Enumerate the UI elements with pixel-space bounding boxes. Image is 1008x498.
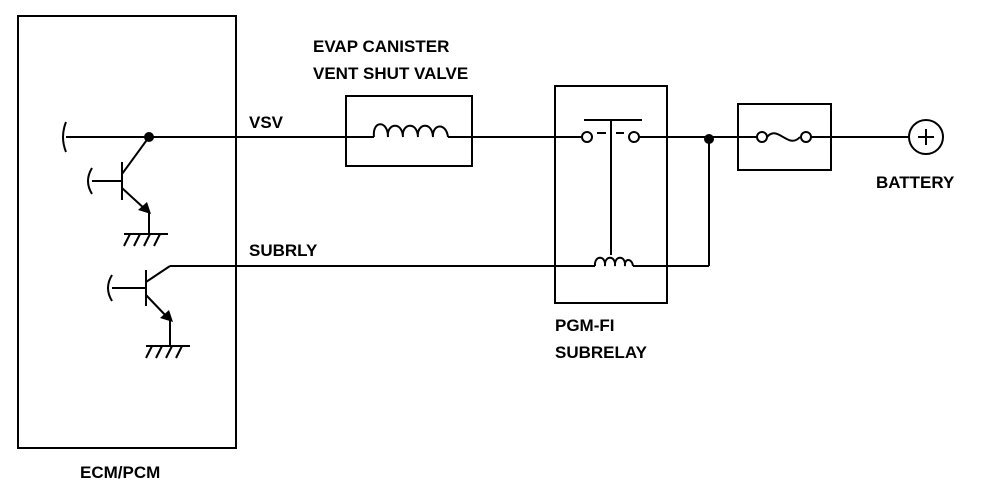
relay-switch-icon xyxy=(555,119,667,255)
vsv-internal-circuit xyxy=(62,121,236,247)
ecm-pcm-box xyxy=(17,15,237,449)
ecm-pcm-label: ECM/PCM xyxy=(80,463,160,482)
relay-coil-icon xyxy=(236,256,709,267)
ground-icon xyxy=(145,345,190,359)
subrly-label: SUBRLY xyxy=(249,241,318,260)
transistor-1-arrow xyxy=(138,202,151,214)
battery-label: BATTERY xyxy=(876,173,955,192)
ground-icon xyxy=(123,233,168,247)
vsv-label: VSV xyxy=(249,113,284,132)
fuse-icon xyxy=(738,131,831,143)
transistor-2-arrow xyxy=(160,310,173,322)
subrelay-label-line1: PGM-FI xyxy=(555,316,615,335)
battery-plus-icon xyxy=(908,119,944,155)
evap-label-line2: VENT SHUT VALVE xyxy=(313,64,468,83)
subrelay-box xyxy=(554,85,668,304)
evap-label-line1: EVAP CANISTER xyxy=(313,37,449,56)
subrly-internal-circuit xyxy=(107,265,236,359)
evap-valve-box xyxy=(345,95,473,167)
subrelay-label-line2: SUBRELAY xyxy=(555,343,648,362)
solenoid-coil-icon xyxy=(346,123,472,138)
